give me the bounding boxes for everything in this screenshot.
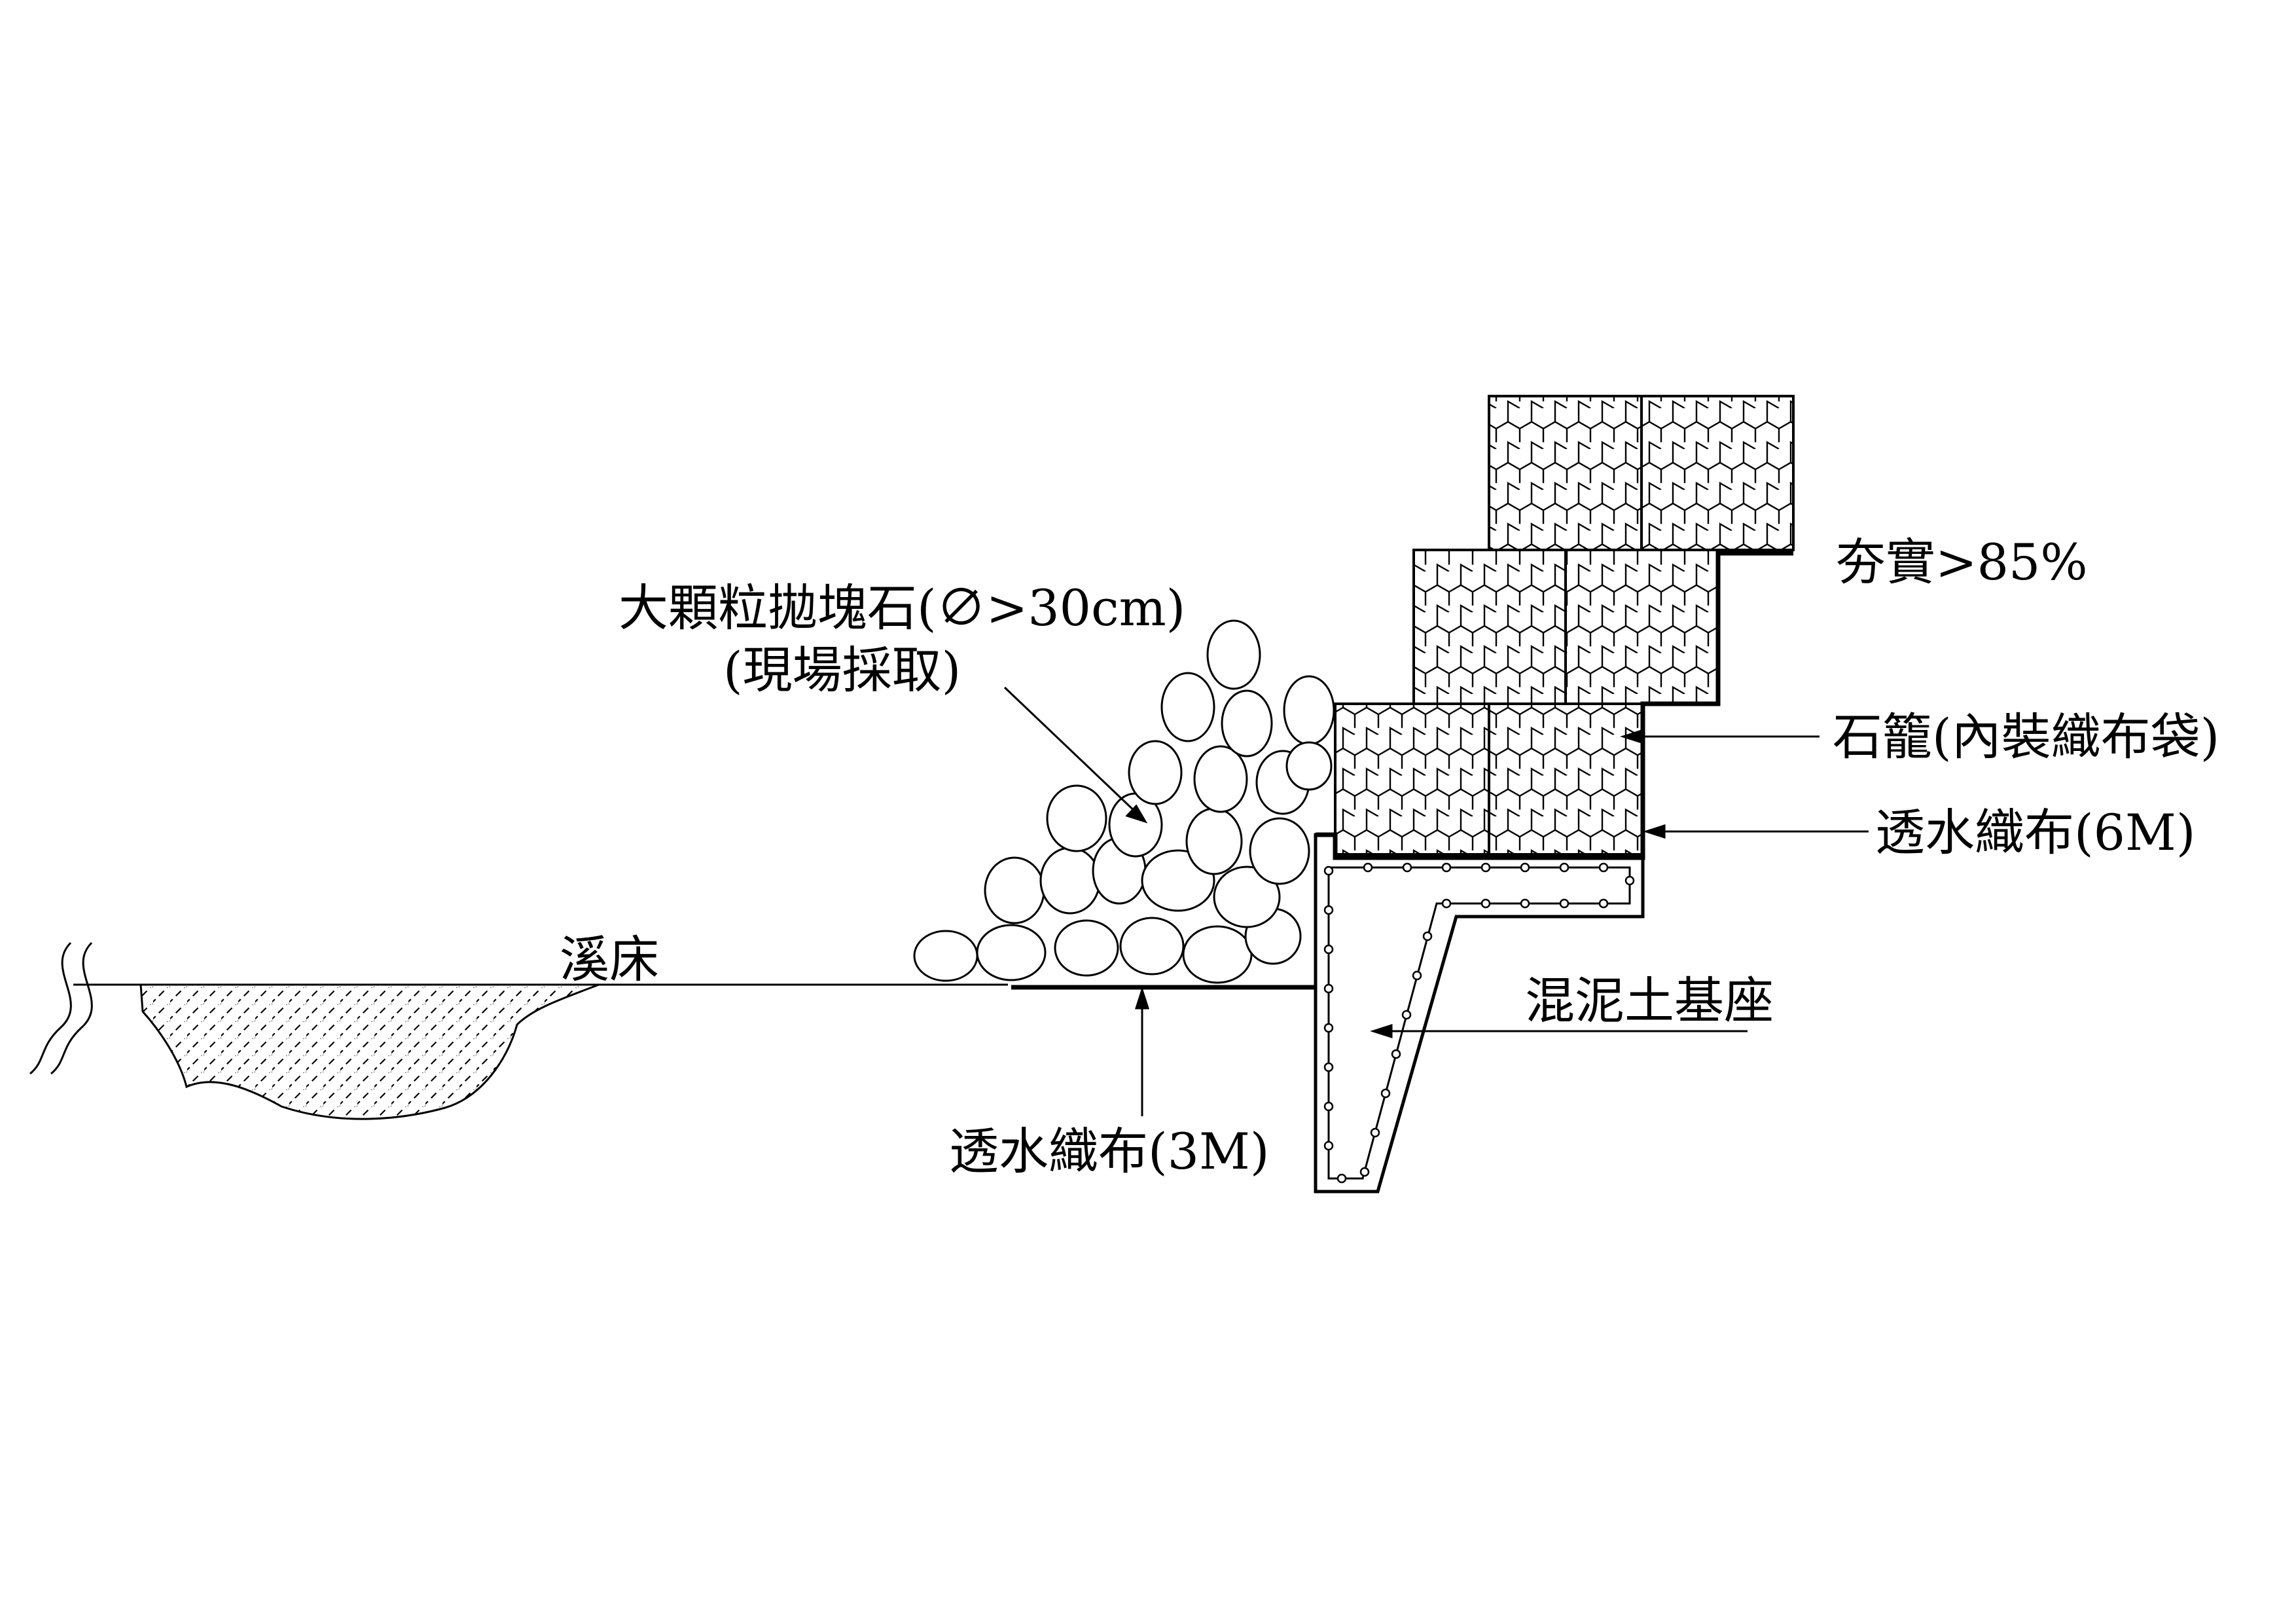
- rebar-line: [1327, 866, 1631, 1180]
- creek-bed-section: [139, 983, 600, 1120]
- geotextile-6m-label: 透水織布(6M): [1875, 803, 2195, 862]
- riprap-boulders: [913, 619, 1335, 984]
- break-symbol: [29, 941, 93, 1075]
- gabion-boxes: [1334, 395, 1795, 856]
- leader-lines: [1003, 686, 1869, 1116]
- gabion-label: 石籠(內裝織布袋): [1833, 708, 2219, 766]
- creek-bed-label: 溪床: [560, 930, 659, 989]
- riprap-label-line1: 大顆粒拋塊石(∅>30cm): [619, 579, 1185, 637]
- concrete-base-label: 混泥土基座: [1525, 972, 1774, 1030]
- compaction-label: 夯實>85%: [1836, 533, 2088, 591]
- rebar-dots: [1323, 862, 1635, 1184]
- geotextile-3m-label: 透水織布(3M): [949, 1122, 1269, 1180]
- riprap-label-line2: (現場採取): [723, 641, 961, 699]
